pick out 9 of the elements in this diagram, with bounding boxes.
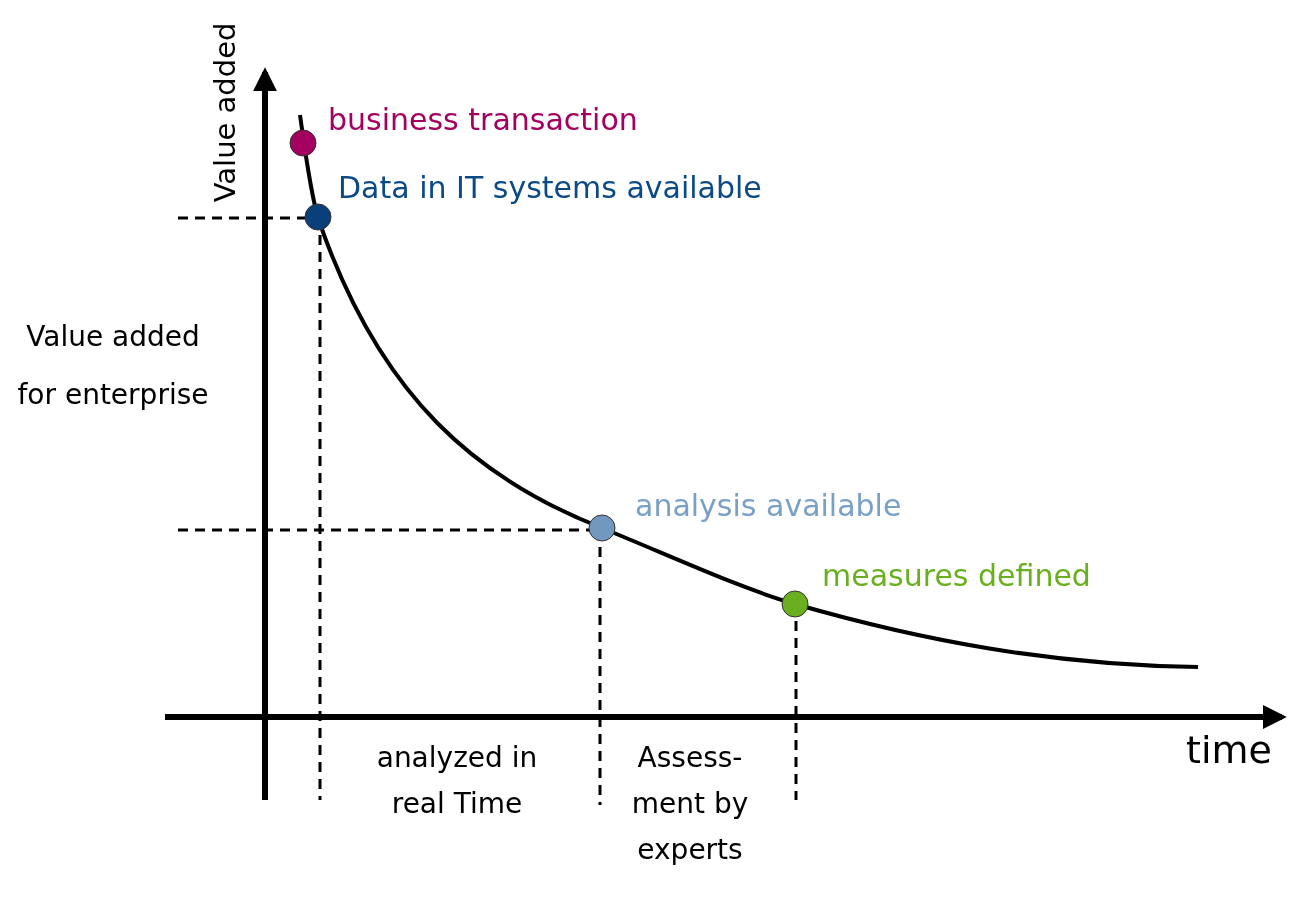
point-label: analysis available [635, 488, 902, 524]
point-label: business transaction [328, 102, 638, 138]
point-label: Data in IT systems available [338, 170, 762, 206]
point-label: measures defined [822, 558, 1091, 594]
phase-label: analyzed in real Time [375, 740, 539, 822]
axis-title: Value added [207, 21, 243, 205]
phase-label: Assess- ment by experts [630, 740, 750, 868]
axis-title: Value added for enterprise [16, 319, 210, 413]
axis-title: time [1186, 728, 1272, 774]
